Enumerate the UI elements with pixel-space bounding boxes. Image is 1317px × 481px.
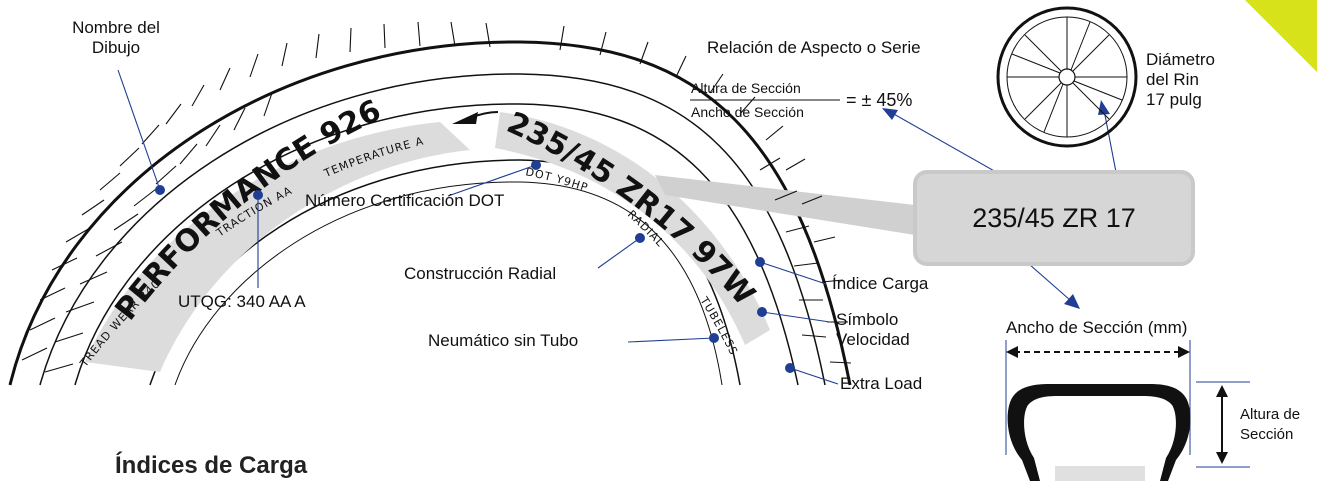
label-aspect-value: = ± 45% [846,90,913,110]
label-tubeless: Neumático sin Tubo [428,331,579,350]
label-extra-load: Extra Load [840,374,923,393]
sidewall-band [85,122,470,372]
label-aspect-ratio-title: Relación de Aspecto o Serie [707,38,921,57]
section-profile [1005,340,1250,481]
label-speed-symbol: Símbolo Velocidad [836,310,910,349]
label-load-index: Índice Carga [832,274,929,293]
label-utqg: UTQG: 340 AA A [178,292,306,311]
label-aspect-denominator: Ancho de Sección [691,104,804,120]
label-aspect-numerator: Altura de Sección [691,80,801,96]
label-rim-diameter: Diámetro del Rin 17 pulg [1146,50,1215,109]
label-radial-construction: Construcción Radial [404,264,557,283]
label-section-width: Ancho de Sección (mm) [1006,318,1188,337]
rim-icon [996,6,1138,148]
label-section-height: Altura de Sección [1240,406,1301,443]
corner-accent [1245,0,1317,72]
section-heading: Índices de Carga [115,452,308,479]
size-callout-box: 235/45 ZR 17 [913,170,1195,266]
size-callout-pointer [655,175,915,235]
tread-pattern [21,21,852,373]
size-band [495,112,770,345]
rotation-arrow-icon [452,111,499,124]
label-pattern-name: Nombre del Dibujo [72,18,160,57]
label-dot-certification: Número Certificación DOT [305,191,505,210]
size-callout-text: 235/45 ZR 17 [972,202,1136,233]
